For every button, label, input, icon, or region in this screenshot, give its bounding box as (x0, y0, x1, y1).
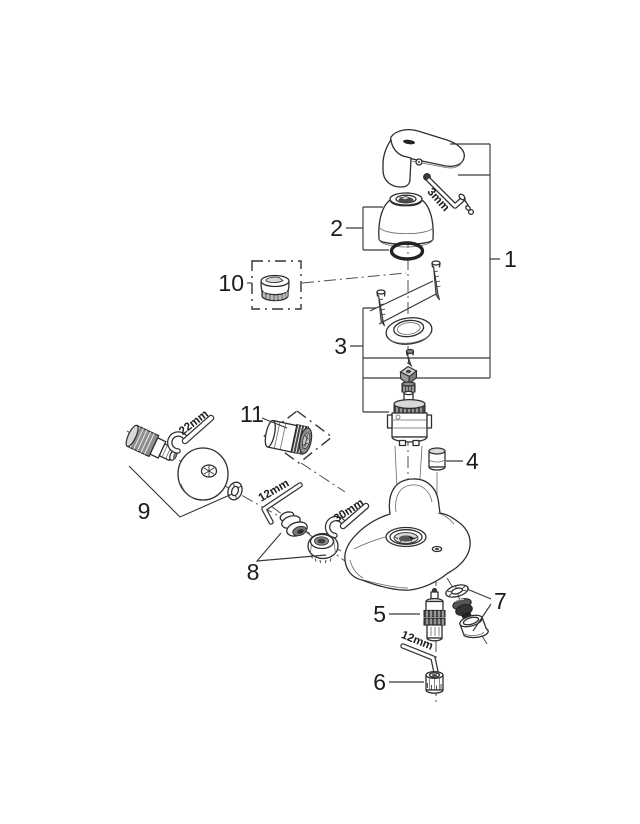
callout-4: 4 (466, 448, 479, 474)
washer-small-part-9 (227, 481, 243, 501)
wrench-30mm (324, 502, 370, 539)
callout-8: 8 (247, 559, 260, 585)
callout-6: 6 (373, 669, 386, 695)
handle-logo-hole (403, 139, 415, 145)
piston-part-7 (452, 598, 473, 619)
seal-washer-part-7 (445, 584, 469, 598)
callout-labels: 1 2 3 4 5 6 7 8 9 10 11 (138, 215, 517, 695)
faucet-body (344, 478, 471, 591)
callout-5: 5 (373, 601, 386, 627)
square-adapter (399, 365, 418, 386)
diverter-cartridge-part-5 (423, 587, 446, 642)
s-union-part-9 (125, 424, 178, 462)
group-lines (363, 357, 490, 379)
nut-part-6 (425, 670, 444, 694)
callout-1: 1 (504, 246, 517, 272)
mounting-screw-left (376, 289, 386, 327)
part-10-box (251, 260, 302, 310)
callout-7: 7 (494, 588, 507, 614)
callout-11: 11 (240, 401, 264, 427)
union-nut-part-8 (307, 532, 339, 564)
callout-9: 9 (138, 498, 151, 524)
allen-key-3mm (423, 173, 475, 216)
part-11-frame (261, 410, 334, 464)
cartridge (386, 381, 433, 447)
check-valve (279, 511, 308, 537)
callout-2: 2 (330, 215, 343, 241)
escutcheon-disc (177, 447, 229, 501)
escutcheon-oval (385, 317, 433, 345)
grub-screw-small (405, 348, 415, 368)
cartridge-nut (401, 381, 416, 393)
union-knurl (125, 424, 160, 458)
dome-cap (378, 192, 434, 248)
adapter-part-11 (264, 419, 313, 456)
callout-10: 10 (218, 270, 244, 296)
diverter-ribs (423, 610, 446, 626)
lever-handle (382, 129, 465, 188)
cartridge-knurl-band (393, 399, 426, 414)
hex-key-12mm-upper (261, 482, 303, 525)
callout-leaders (128, 143, 500, 683)
wrench-22mm (167, 414, 215, 454)
o-ring (389, 241, 425, 261)
handle-grub-screw (458, 193, 475, 216)
callout-3: 3 (334, 333, 347, 359)
body-cartridge-opening (385, 526, 427, 548)
mounting-screw-right (431, 260, 441, 301)
body-stop-hole (431, 545, 443, 553)
stop-cylinder-part-4 (428, 447, 446, 471)
cap-part-10 (260, 274, 290, 302)
